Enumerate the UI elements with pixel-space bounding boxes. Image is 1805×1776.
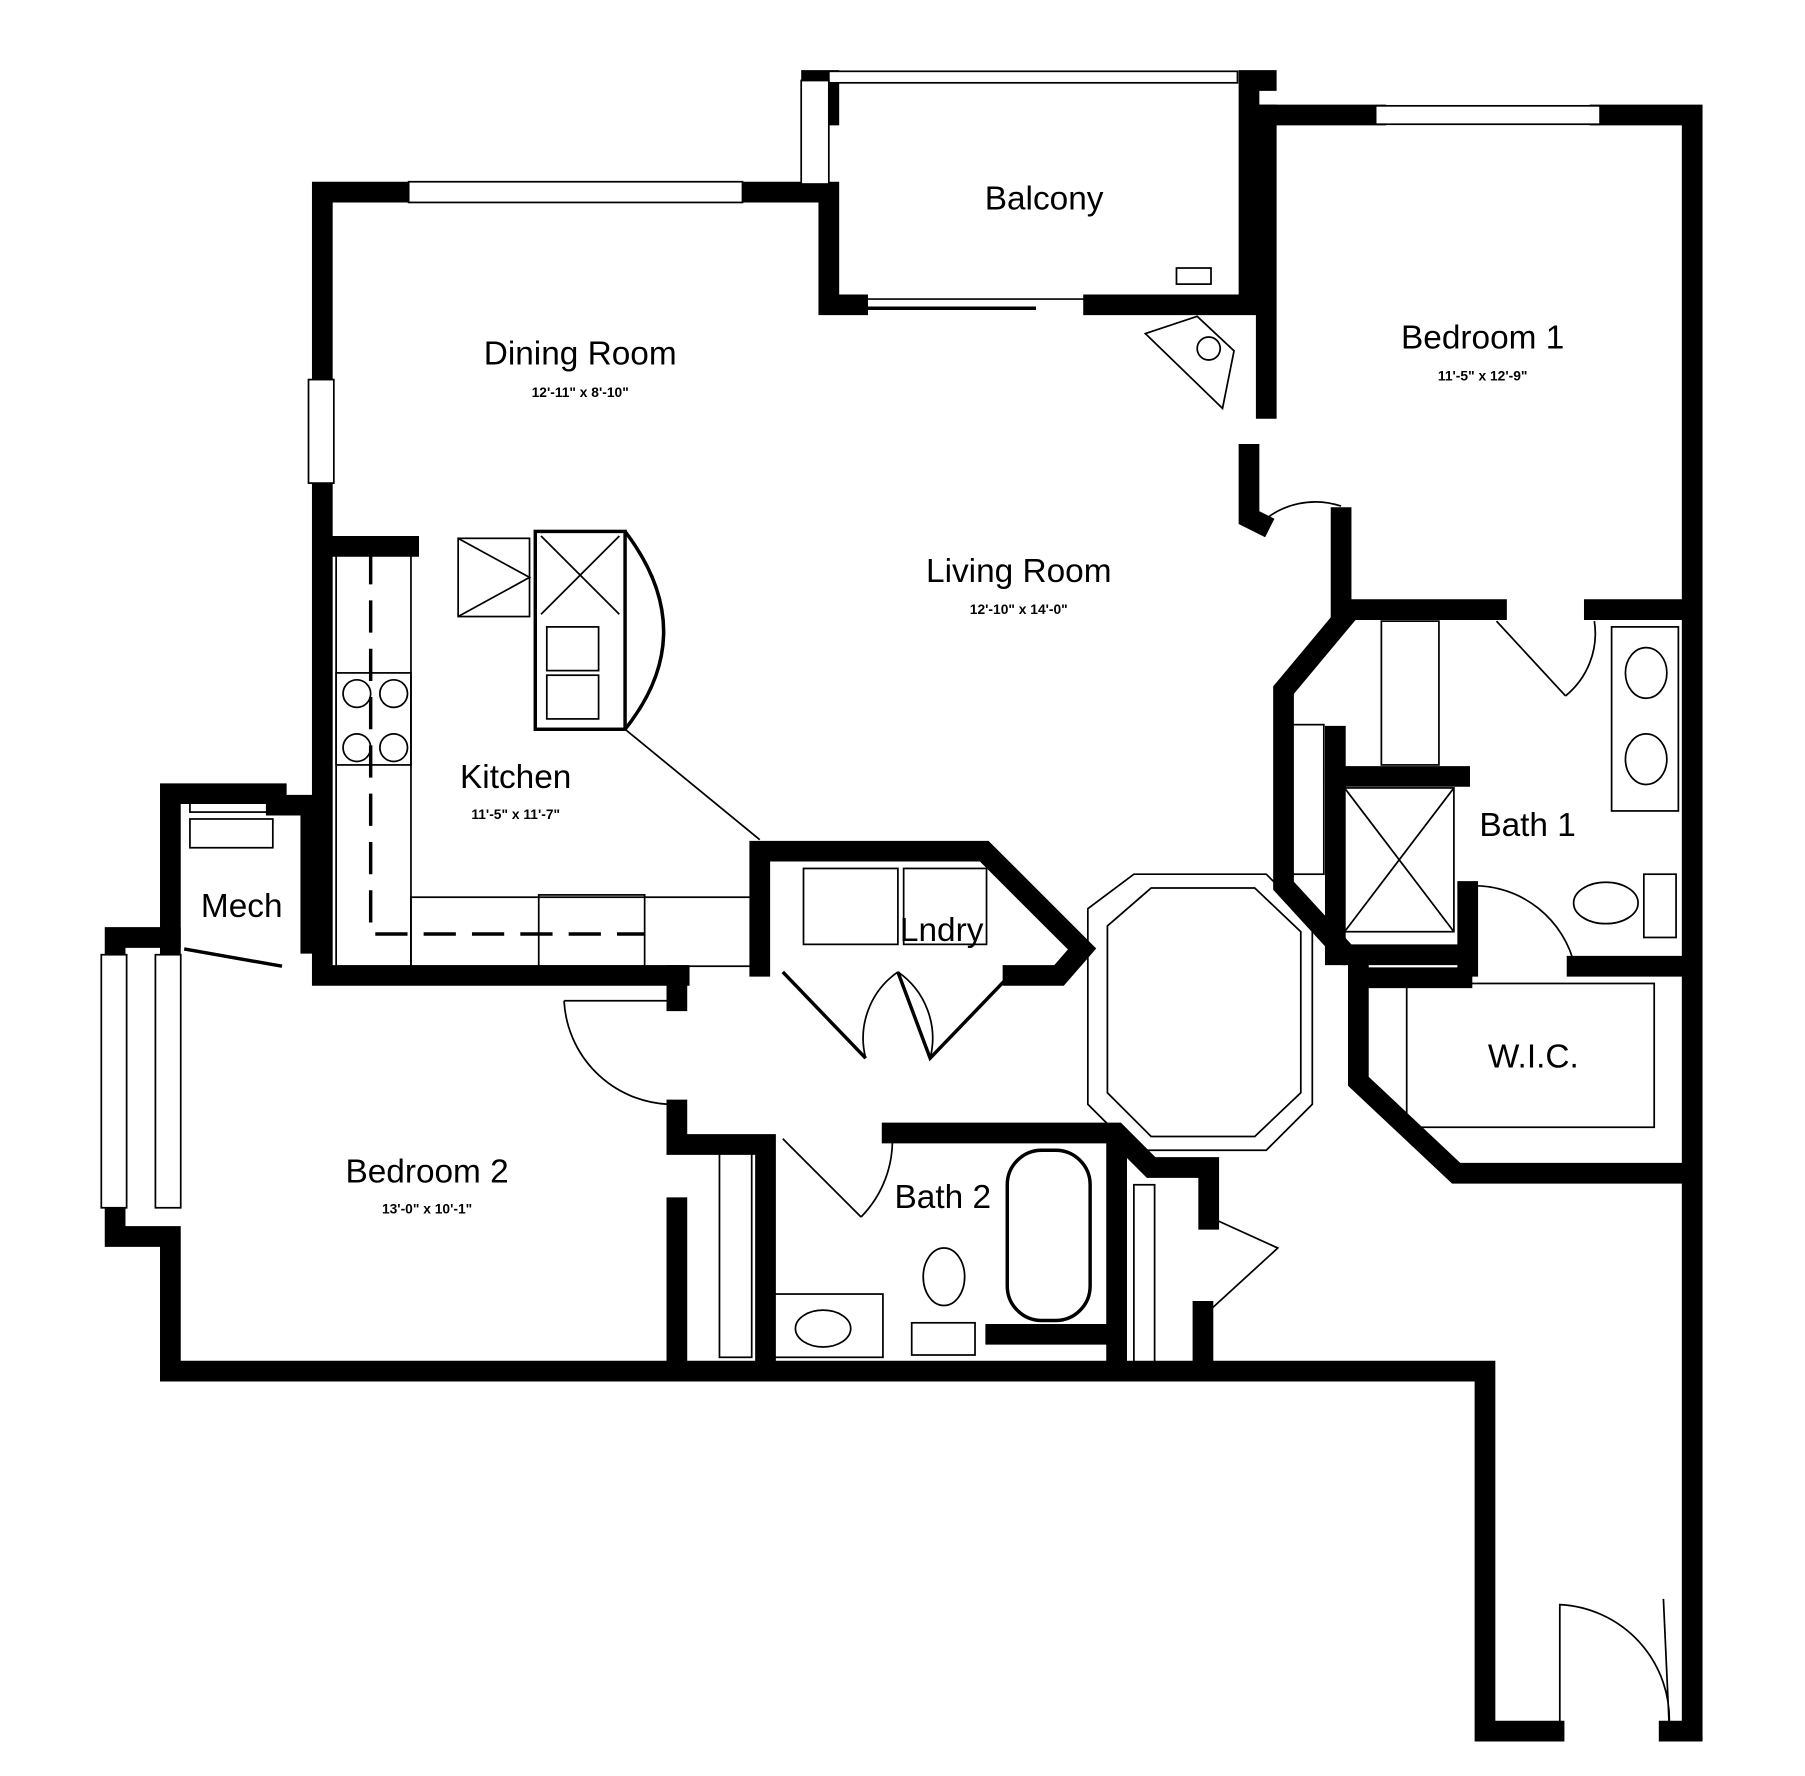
kitchen-label: Kitchen: [460, 759, 571, 796]
bedroom1-label: Bedroom 1: [1401, 320, 1564, 357]
walls: [104, 70, 1703, 1742]
bedroom2-label: Bedroom 2: [345, 1153, 508, 1190]
balcony-label: Balcony: [985, 180, 1104, 217]
mech-label: Mech: [201, 888, 283, 925]
wic-label: W.I.C.: [1488, 1038, 1579, 1075]
living-room-size: 12'-10" x 14'-0": [970, 602, 1068, 617]
bedroom2-size: 13'-0" x 10'-1": [382, 1202, 472, 1217]
windows: [100, 70, 1601, 1209]
bath1-label: Bath 1: [1479, 807, 1575, 844]
room-labels: Balcony Dining Room 12'-11" x 8'-10" Liv…: [201, 180, 1579, 1216]
dining-room-size: 12'-11" x 8'-10": [532, 385, 629, 400]
bedroom1-size: 11'-5" x 12'-9": [1438, 369, 1527, 384]
laundry-label: Lndry: [900, 912, 984, 949]
doors: [183, 501, 1671, 1726]
bath2-label: Bath 2: [895, 1179, 991, 1216]
fixtures: [189, 267, 1680, 1364]
kitchen-size: 11'-5" x 11'-7": [471, 807, 560, 822]
living-room-label: Living Room: [926, 553, 1111, 590]
dining-room-label: Dining Room: [484, 336, 677, 373]
